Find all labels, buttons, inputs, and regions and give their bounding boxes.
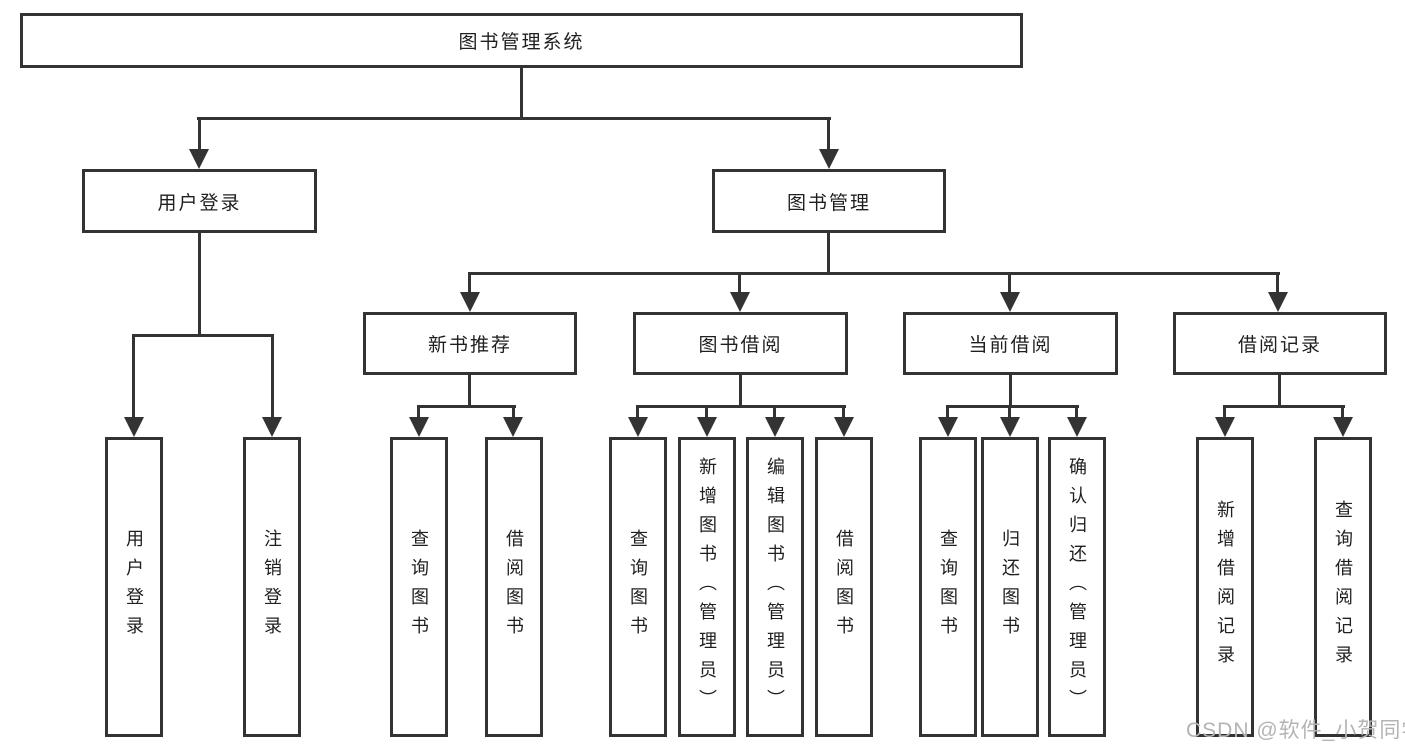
watermark: CSDN @软件_小贺同学 xyxy=(1186,719,1405,742)
node-label: 用户登录 xyxy=(157,192,242,214)
connector-line xyxy=(132,334,135,420)
arrow-down-icon xyxy=(819,149,839,169)
connector-line xyxy=(1223,405,1345,408)
connector-line xyxy=(417,405,516,408)
node-book-borrowing: 图书借阅 xyxy=(633,312,848,375)
connector-line xyxy=(198,233,201,336)
node-label: 新增借阅记录 xyxy=(1215,500,1235,674)
leaf-logout: 注销登录 xyxy=(243,437,301,737)
connector-line xyxy=(946,405,1079,408)
node-label: 用户登录 xyxy=(124,529,144,645)
connector-line xyxy=(198,117,201,153)
node-label: 新书推荐 xyxy=(427,335,512,356)
node-borrowing-records: 借阅记录 xyxy=(1173,312,1387,375)
connector-line xyxy=(1223,405,1226,420)
node-label: 查询图书 xyxy=(628,529,648,645)
connector-line xyxy=(827,233,830,274)
leaf-add-books-admin: 新增图书（管理员） xyxy=(678,437,736,737)
connector-line xyxy=(946,405,949,420)
connector-line xyxy=(827,117,830,153)
connector-line xyxy=(417,405,420,420)
node-label: 查询借阅记录 xyxy=(1333,500,1353,674)
node-label: 图书借阅 xyxy=(698,335,783,356)
connector-line xyxy=(1008,405,1011,420)
leaf-edit-books-admin: 编辑图书（管理员） xyxy=(746,437,804,737)
node-label: 图书管理系统 xyxy=(458,32,585,53)
connector-line xyxy=(468,272,471,294)
arrow-down-icon xyxy=(628,417,648,437)
leaf-return-books: 归还图书 xyxy=(981,437,1039,737)
arrow-down-icon xyxy=(1268,292,1288,312)
connector-line xyxy=(636,405,639,420)
leaf-add-borrow-record: 新增借阅记录 xyxy=(1196,437,1254,737)
connector-line xyxy=(1009,375,1012,407)
connector-line xyxy=(842,405,845,420)
connector-line xyxy=(1276,272,1279,294)
arrow-down-icon xyxy=(1000,417,1020,437)
connector-line xyxy=(197,117,831,120)
arrow-down-icon xyxy=(1000,292,1020,312)
node-book-management: 图书管理 xyxy=(712,169,946,233)
connector-line xyxy=(271,334,274,420)
connector-line xyxy=(132,334,274,337)
arrow-down-icon xyxy=(834,417,854,437)
node-label: 查询图书 xyxy=(409,529,429,645)
arrow-down-icon xyxy=(189,149,209,169)
arrow-down-icon xyxy=(262,417,282,437)
connector-line xyxy=(520,68,523,119)
node-current-borrowing: 当前借阅 xyxy=(903,312,1118,375)
node-label: 图书管理 xyxy=(786,192,871,214)
connector-line xyxy=(705,405,708,420)
connector-line xyxy=(512,405,515,420)
node-label: 归还图书 xyxy=(1000,529,1020,645)
arrow-down-icon xyxy=(938,417,958,437)
arrow-down-icon xyxy=(1067,417,1087,437)
leaf-borrow-books-recommend: 借阅图书 xyxy=(485,437,543,737)
connector-line xyxy=(468,272,1280,275)
arrow-down-icon xyxy=(730,292,750,312)
connector-line xyxy=(1075,405,1078,420)
connector-line xyxy=(468,375,471,407)
arrow-down-icon xyxy=(697,417,717,437)
node-label: 注销登录 xyxy=(262,529,282,645)
node-label: 当前借阅 xyxy=(968,335,1053,356)
node-label: 新增图书（管理员） xyxy=(697,456,717,718)
connector-line xyxy=(1341,405,1344,420)
connector-line xyxy=(738,272,741,294)
node-label: 确认归还（管理员） xyxy=(1067,456,1087,718)
node-label: 查询图书 xyxy=(938,529,958,645)
connector-line xyxy=(739,375,742,407)
node-library-management-system: 图书管理系统 xyxy=(20,13,1023,68)
arrow-down-icon xyxy=(124,417,144,437)
node-label: 借阅记录 xyxy=(1237,335,1322,356)
connector-line xyxy=(1278,375,1281,407)
connector-line xyxy=(773,405,776,420)
arrow-down-icon xyxy=(503,417,523,437)
arrow-down-icon xyxy=(1215,417,1235,437)
arrow-down-icon xyxy=(409,417,429,437)
connector-line xyxy=(636,405,846,408)
arrow-down-icon xyxy=(765,417,785,437)
leaf-confirm-return-admin: 确认归还（管理员） xyxy=(1048,437,1106,737)
connector-line xyxy=(1008,272,1011,294)
arrow-down-icon xyxy=(460,292,480,312)
leaf-query-borrow-record: 查询借阅记录 xyxy=(1314,437,1372,737)
node-label: 编辑图书（管理员） xyxy=(765,456,785,718)
node-new-book-recommend: 新书推荐 xyxy=(363,312,577,375)
leaf-query-books-recommend: 查询图书 xyxy=(390,437,448,737)
node-label: 借阅图书 xyxy=(834,529,854,645)
leaf-query-books-borrowing: 查询图书 xyxy=(609,437,667,737)
arrow-down-icon xyxy=(1333,417,1353,437)
leaf-query-books-current: 查询图书 xyxy=(919,437,977,737)
node-user-login: 用户登录 xyxy=(82,169,317,233)
leaf-user-login: 用户登录 xyxy=(105,437,163,737)
node-label: 借阅图书 xyxy=(504,529,524,645)
leaf-borrow-books-borrowing: 借阅图书 xyxy=(815,437,873,737)
